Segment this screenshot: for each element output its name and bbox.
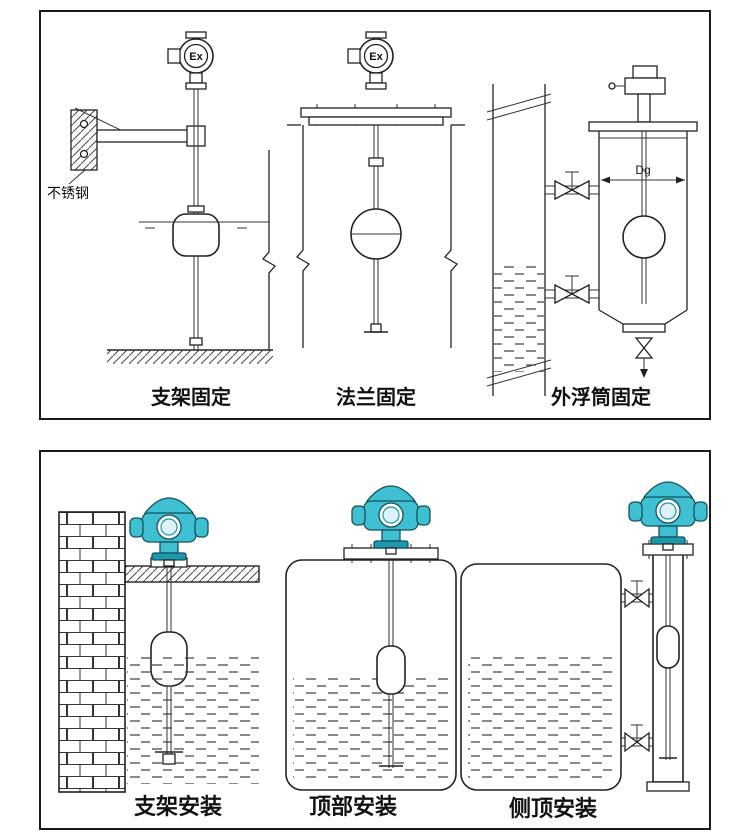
valve-icon: [624, 587, 639, 609]
break-mark: [486, 93, 552, 113]
liquid-dashes: [293, 676, 449, 782]
bracket-mount-figure: 支架安装: [58, 497, 260, 819]
rod-end: [370, 323, 382, 333]
flange-plate: [300, 107, 452, 118]
valve-icon: [624, 731, 639, 753]
bracket-arm: [96, 129, 196, 143]
valve-icon: [554, 179, 574, 201]
tank-wall: [261, 150, 277, 350]
transmitter-head: [129, 497, 209, 567]
arrow-left-icon: [601, 176, 610, 184]
cable-gland: [608, 82, 616, 90]
caption-top-install: 顶部安装: [309, 794, 397, 819]
tube-bottom-cap: [646, 781, 690, 792]
liquid-dashes: [127, 656, 259, 784]
valve-icon: [570, 283, 590, 305]
drain-valve-icon: [634, 346, 654, 359]
rod-end: [189, 337, 203, 346]
bottom-panel-drawing: 支架安装 顶部安装: [58, 481, 708, 821]
bottom-flange: [622, 323, 666, 333]
float: [376, 645, 406, 695]
label-dg: Dg: [635, 163, 650, 177]
chamber-cone: [598, 309, 624, 325]
rod-coupling: [368, 157, 384, 167]
caption-side-top-install: 侧顶安装: [509, 796, 597, 821]
flange-plate: [308, 116, 444, 126]
wall-plate: [70, 109, 98, 171]
label-ex: Ex: [189, 51, 203, 63]
brick-wall: [58, 511, 126, 793]
external-chamber-figure: Dg: [486, 65, 698, 409]
leader-line: [68, 169, 86, 185]
tank-wall: [295, 125, 311, 348]
caption-external-chamber-fixing: 外浮筒固定: [551, 385, 651, 409]
transmitter-head: [351, 485, 431, 555]
bolt-icon: [79, 149, 89, 159]
top-panel-drawing: 不锈钢 Ex 支架固定: [47, 31, 698, 409]
valve-icon: [635, 587, 650, 609]
bolt-icon: [79, 119, 89, 129]
top-panel: 不锈钢 Ex 支架固定: [39, 10, 711, 420]
side-top-mount-figure: 侧顶安装: [460, 481, 708, 821]
bottom-panel: 支架安装 顶部安装: [39, 450, 711, 830]
flange-fixing-figure: Ex 法兰固定: [287, 31, 465, 409]
head-neck: [637, 93, 651, 123]
caption-bracket-fixing: 支架固定: [151, 385, 231, 409]
label-stainless-steel: 不锈钢: [47, 185, 89, 201]
head-cap: [632, 65, 658, 79]
stop-ring: [187, 205, 205, 213]
rod-end-weight: [162, 753, 176, 765]
break-mark: [486, 101, 552, 121]
label-ex: Ex: [369, 51, 383, 63]
liquid-dashes: [494, 264, 544, 372]
rod-clamp: [186, 125, 206, 147]
float: [172, 213, 220, 257]
top-mount-figure: 顶部安装: [285, 485, 457, 819]
float-ball: [622, 215, 666, 259]
caption-flange-fixing: 法兰固定: [336, 385, 416, 409]
arrow-down-icon: [640, 369, 648, 378]
bracket-beam: [124, 565, 260, 583]
chamber-cone: [664, 309, 688, 325]
bracket-fixing-figure: 不锈钢 Ex 支架固定: [47, 31, 277, 409]
drain-valve-icon: [634, 337, 654, 350]
arrow-right-icon: [676, 176, 685, 184]
terminal-box: [624, 77, 666, 95]
valve-icon: [635, 731, 650, 753]
chamber-flange: [588, 121, 698, 132]
ground-hatch: [107, 350, 273, 364]
caption-bracket-install: 支架安装: [134, 794, 222, 819]
transmitter-head: [628, 481, 708, 551]
liquid-dashes: [468, 656, 614, 780]
float: [656, 625, 680, 669]
valve-icon: [554, 283, 574, 305]
valve-icon: [570, 179, 590, 201]
tank-wall: [443, 125, 459, 348]
